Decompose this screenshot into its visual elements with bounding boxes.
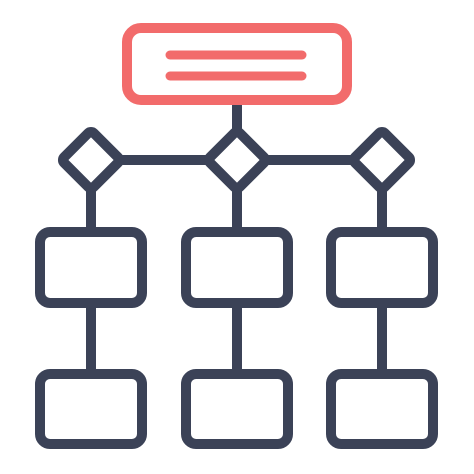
process-box-center-top [181, 227, 293, 308]
header-node [122, 23, 352, 105]
decision-nodes [57, 126, 416, 194]
decision-diamond-right [348, 126, 416, 194]
process-box-center-bottom [181, 369, 293, 449]
process-boxes-row-1 [35, 227, 438, 308]
decision-diamond-left [57, 126, 125, 194]
process-box-left-top [35, 227, 147, 308]
decision-diamond-center [203, 126, 271, 194]
connectors [86, 100, 387, 379]
header-box [122, 23, 352, 105]
process-boxes-row-2 [35, 369, 438, 449]
process-box-right-bottom [326, 369, 438, 449]
process-box-left-bottom [35, 369, 147, 449]
process-box-right-top [326, 227, 438, 308]
